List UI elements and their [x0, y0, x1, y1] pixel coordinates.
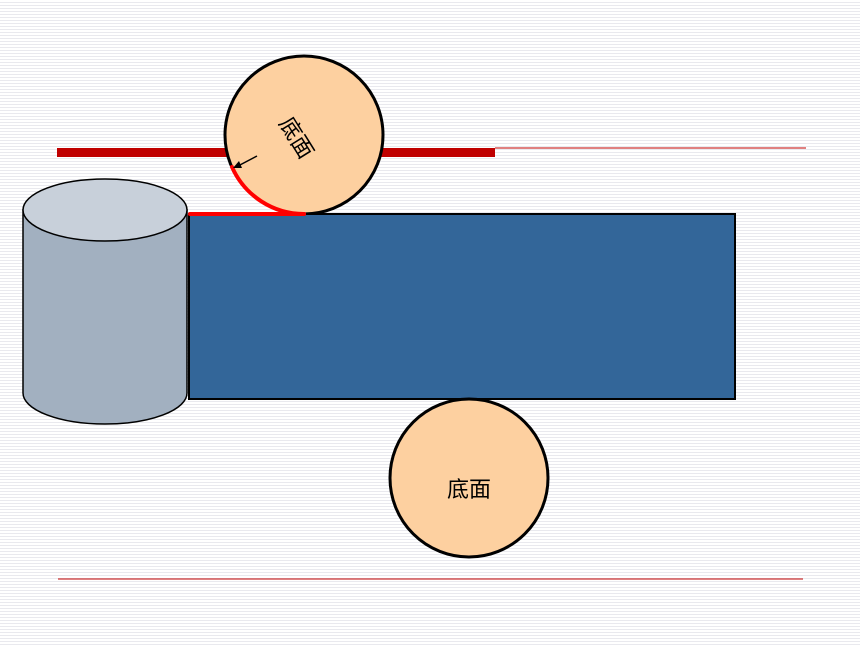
cylinder-body	[22, 209, 188, 425]
arrow-indicator	[233, 155, 258, 168]
lateral-surface-rectangle	[188, 213, 736, 400]
bottom-circle-label: 底面	[447, 478, 491, 503]
bottom-base-circle	[388, 397, 550, 559]
cylinder-top-ellipse	[22, 178, 188, 242]
cylinder-shape	[22, 178, 188, 425]
